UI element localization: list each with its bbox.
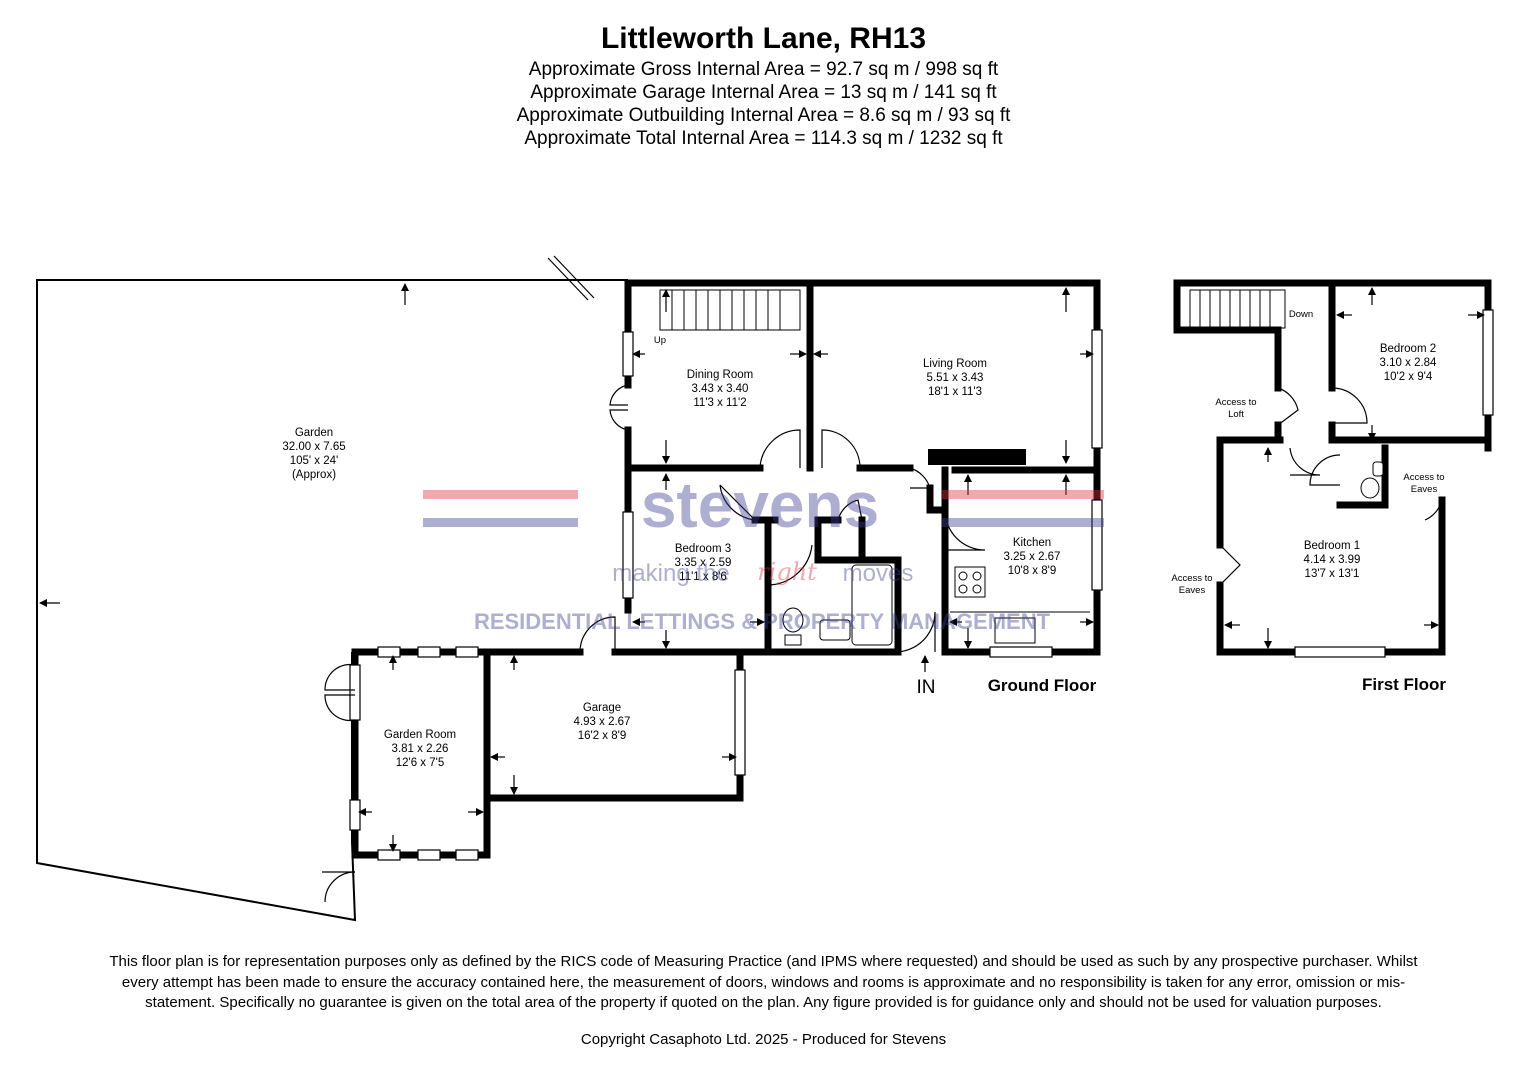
svg-text:Bedroom 3: Bedroom 3	[675, 543, 731, 555]
svg-text:Access to: Access to	[1215, 397, 1256, 408]
first-floor-fittings	[1360, 461, 1384, 499]
first-floor-doors	[1219, 387, 1443, 586]
svg-text:13'7 x 13'1: 13'7 x 13'1	[1305, 568, 1360, 580]
disclaimer-text: This floor plan is for representation pu…	[109, 953, 1418, 1011]
stairs-ground	[659, 289, 801, 331]
garage-label: Garage 4.93 x 2.67 16'2 x 8'9	[574, 702, 631, 742]
kitchen-label: Kitchen 3.25 x 2.67 10'8 x 8'9	[1004, 537, 1061, 577]
windows	[349, 329, 1103, 861]
svg-text:Bedroom 1: Bedroom 1	[1304, 540, 1360, 552]
svg-text:3.10 x 2.84: 3.10 x 2.84	[1380, 357, 1438, 369]
dimension-arrows	[39, 283, 1094, 852]
svg-text:stevens: stevens	[641, 469, 879, 541]
svg-text:12'6 x 7'5: 12'6 x 7'5	[396, 757, 445, 769]
stairs-down-label: Down	[1289, 309, 1313, 320]
stevens-watermark-logo: stevens making the right moves RESIDENTI…	[423, 469, 1104, 634]
first-floor-label: First Floor	[1362, 675, 1446, 694]
chimney-breast	[928, 449, 1026, 465]
living-room-label: Living Room 5.51 x 3.43 18'1 x 11'3	[923, 358, 987, 398]
svg-text:Eaves: Eaves	[1179, 585, 1206, 596]
svg-text:18'1 x 11'3: 18'1 x 11'3	[928, 386, 982, 398]
first-floor-arrows	[1224, 287, 1485, 649]
gross-area: Approximate Gross Internal Area = 92.7 s…	[528, 59, 999, 80]
svg-text:3.43 x 3.40: 3.43 x 3.40	[692, 383, 749, 395]
bedroom-1-label: Bedroom 1 4.14 x 3.99 13'7 x 13'1	[1304, 540, 1361, 580]
svg-text:Loft: Loft	[1228, 409, 1244, 420]
door-swings	[324, 384, 986, 722]
svg-text:Garden: Garden	[295, 427, 333, 439]
garden-boundary	[36, 279, 628, 922]
first-floor-windows	[1294, 309, 1494, 658]
svg-text:3.35 x 2.59: 3.35 x 2.59	[675, 557, 732, 569]
bathroom-fittings	[782, 564, 893, 646]
garage-area: Approximate Garage Internal Area = 13 sq…	[530, 82, 997, 103]
svg-text:Garage: Garage	[583, 702, 621, 714]
svg-text:Living Room: Living Room	[923, 358, 987, 370]
svg-text:Dining Room: Dining Room	[687, 369, 753, 381]
svg-text:10'2 x 9'4: 10'2 x 9'4	[1384, 371, 1433, 383]
svg-text:making the: making the	[612, 560, 729, 587]
svg-text:Access to: Access to	[1171, 573, 1212, 584]
bedroom-2-label: Bedroom 2 3.10 x 2.84 10'2 x 9'4	[1380, 343, 1438, 383]
svg-text:16'2 x 8'9: 16'2 x 8'9	[578, 730, 627, 742]
svg-text:Garden Room: Garden Room	[384, 729, 456, 741]
bedroom-3-label: Bedroom 3 3.35 x 2.59 11'1 x 8'6	[675, 543, 732, 583]
svg-text:right: right	[757, 558, 817, 586]
first-floor-walls	[1173, 279, 1492, 656]
svg-text:4.93 x 2.67: 4.93 x 2.67	[574, 716, 631, 728]
svg-text:Access to: Access to	[1403, 472, 1444, 483]
ground-floor-label: Ground Floor	[988, 676, 1097, 695]
stairs-first	[1189, 289, 1286, 329]
svg-text:105' x 24': 105' x 24'	[290, 455, 339, 467]
svg-text:3.25 x 2.67: 3.25 x 2.67	[1004, 551, 1061, 563]
garden-label: Garden 32.00 x 7.65 105' x 24' (Approx)	[282, 427, 345, 481]
stairs-up-label: Up	[654, 335, 666, 346]
svg-text:Kitchen: Kitchen	[1013, 537, 1051, 549]
plan-title: Littleworth Lane, RH13	[600, 22, 927, 55]
svg-text:10'8 x 8'9: 10'8 x 8'9	[1008, 565, 1057, 577]
kitchen-fittings	[950, 566, 1090, 644]
svg-text:5.51 x 3.43: 5.51 x 3.43	[927, 372, 984, 384]
svg-text:11'3 x 11'2: 11'3 x 11'2	[693, 397, 746, 409]
total-area: Approximate Total Internal Area = 114.3 …	[524, 128, 1003, 149]
garage-walls	[483, 648, 744, 859]
svg-text:Eaves: Eaves	[1411, 484, 1438, 495]
access-loft-label: Access to Loft	[1215, 397, 1256, 420]
svg-text:32.00 x 7.65: 32.00 x 7.65	[282, 441, 345, 453]
outbuilding-area: Approximate Outbuilding Internal Area = …	[516, 105, 1011, 126]
svg-text:11'1 x 8'6: 11'1 x 8'6	[679, 571, 727, 583]
dining-room-label: Dining Room 3.43 x 3.40 11'3 x 11'2	[687, 369, 753, 409]
copyright-text: Copyright Casaphoto Ltd. 2025 - Produced…	[580, 1031, 947, 1048]
svg-text:3.81 x 2.26: 3.81 x 2.26	[392, 743, 449, 755]
access-eaves-left-label: Access to Eaves	[1171, 573, 1212, 596]
entrance-label: IN	[917, 677, 936, 698]
svg-text:moves: moves	[843, 560, 914, 587]
svg-text:4.14 x 3.99: 4.14 x 3.99	[1304, 554, 1361, 566]
svg-text:(Approx): (Approx)	[292, 469, 336, 481]
garden-gate-icon	[322, 255, 595, 903]
access-eaves-right-label: Access to Eaves	[1403, 472, 1444, 495]
svg-text:Bedroom 2: Bedroom 2	[1380, 343, 1436, 355]
svg-text:RESIDENTIAL LETTINGS & PROPERT: RESIDENTIAL LETTINGS & PROPERTY MANAGEME…	[474, 609, 1051, 634]
garden-room-label: Garden Room 3.81 x 2.26 12'6 x 7'5	[384, 729, 456, 769]
